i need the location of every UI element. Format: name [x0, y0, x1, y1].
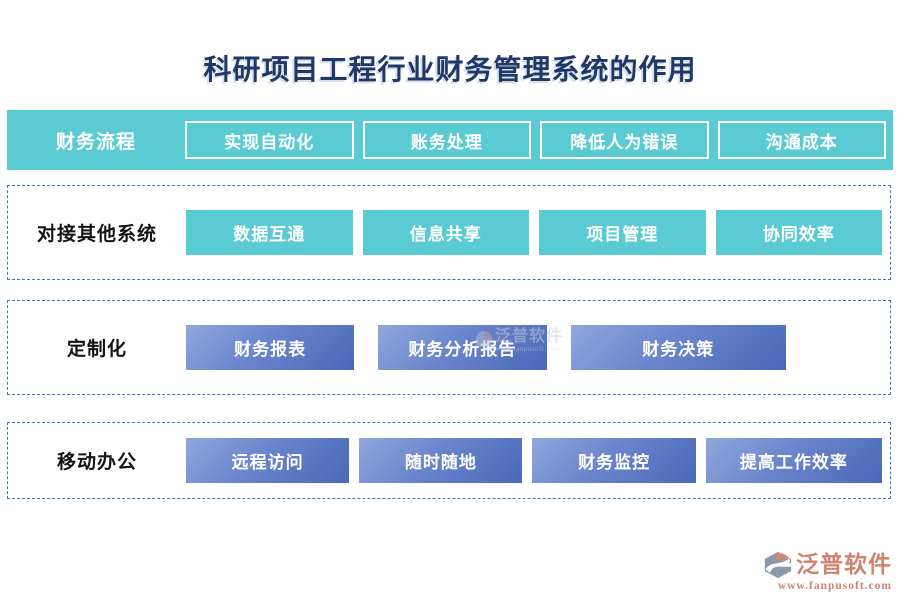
feature-box: 财务决策	[570, 325, 787, 370]
row-boxes: 财务报表 财务分析报告 财务决策	[186, 325, 890, 370]
feature-box: 财务监控	[532, 438, 696, 483]
feature-box: 实现自动化	[185, 121, 354, 159]
logo-brand-name: 泛普软件	[796, 552, 892, 577]
feature-box: 沟通成本	[717, 121, 886, 159]
row-boxes: 实现自动化 账务处理 降低人为错误 沟通成本	[185, 121, 893, 159]
row-label: 财务流程	[55, 131, 136, 153]
feature-box: 财务报表	[186, 325, 355, 370]
feature-box: 项目管理	[539, 210, 706, 255]
row-label: 移动办公	[56, 452, 137, 473]
feature-box: 协同效率	[715, 210, 882, 255]
feature-box: 账务处理	[362, 121, 531, 159]
logo-website-url: www.fanpusoft.com	[777, 580, 892, 592]
feature-box: 随时随地	[359, 438, 523, 483]
feature-box: 远程访问	[186, 438, 350, 483]
page-title: 科研项目工程行业财务管理系统的作用	[203, 55, 697, 86]
row-mobile-office: 移动办公 远程访问 随时随地 财务监控 提高工作效率	[7, 422, 891, 499]
footer-logo: 泛普软件 www.fanpusoft.com	[742, 551, 892, 592]
row-label: 定制化	[66, 339, 127, 360]
row-boxes: 数据互通 信息共享 项目管理 协同效率	[186, 210, 890, 255]
row-label: 对接其他系统	[36, 224, 157, 245]
fanpu-logo-icon	[764, 551, 792, 579]
row-finance-process: 财务流程 实现自动化 账务处理 降低人为错误 沟通成本	[7, 110, 893, 170]
row-boxes: 远程访问 随时随地 财务监控 提高工作效率	[186, 438, 890, 483]
feature-box: 降低人为错误	[540, 121, 709, 159]
feature-box: 财务分析报告	[378, 325, 547, 370]
feature-box: 数据互通	[186, 210, 353, 255]
row-customization: 定制化 财务报表 财务分析报告 财务决策	[7, 300, 891, 395]
feature-box: 提高工作效率	[705, 438, 882, 483]
feature-box: 信息共享	[362, 210, 529, 255]
row-system-integration: 对接其他系统 数据互通 信息共享 项目管理 协同效率	[7, 185, 891, 280]
